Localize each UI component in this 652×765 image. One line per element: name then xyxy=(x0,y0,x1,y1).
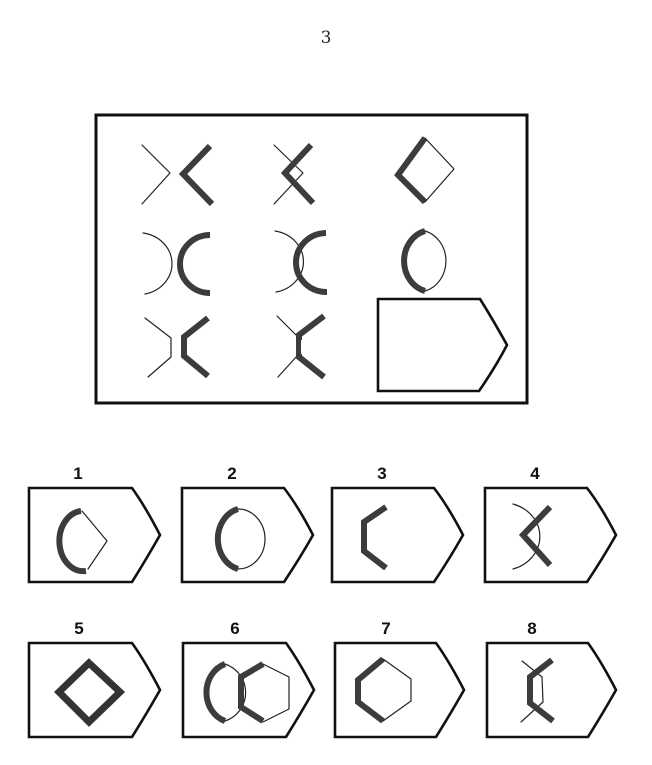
option-6[interactable]: 6 xyxy=(181,619,316,739)
cell-r1c1 xyxy=(141,143,215,207)
option-label: 5 xyxy=(74,619,83,638)
option-box[interactable] xyxy=(330,486,465,584)
cell-r2c3 xyxy=(401,228,447,294)
option-label: 2 xyxy=(227,464,236,483)
puzzle-matrix xyxy=(94,113,529,405)
option-1[interactable]: 1 xyxy=(27,464,162,584)
cell-r2c1 xyxy=(142,232,211,296)
option-box[interactable] xyxy=(180,486,315,584)
option-box[interactable] xyxy=(333,641,466,739)
option-4[interactable]: 4 xyxy=(483,464,618,584)
option-label: 7 xyxy=(381,619,390,638)
cell-r3c3-missing xyxy=(376,297,509,393)
option-7[interactable]: 7 xyxy=(333,619,466,739)
option-box[interactable] xyxy=(483,486,618,584)
option-label: 3 xyxy=(377,464,386,483)
cell-r2c2 xyxy=(274,230,328,296)
option-8[interactable]: 8 xyxy=(485,619,618,739)
cell-r3c1 xyxy=(144,315,210,379)
option-label: 8 xyxy=(527,619,536,638)
missing-answer-placeholder xyxy=(376,297,509,393)
option-box[interactable] xyxy=(181,641,316,739)
option-label: 4 xyxy=(530,464,540,483)
option-5[interactable]: 5 xyxy=(27,619,162,739)
cell-r3c2 xyxy=(276,313,326,380)
option-box[interactable] xyxy=(27,486,162,584)
cell-r1c3 xyxy=(394,136,455,205)
cell-r1c2 xyxy=(273,142,316,206)
option-box[interactable] xyxy=(485,641,618,739)
option-box[interactable] xyxy=(27,641,162,739)
option-3[interactable]: 3 xyxy=(330,464,465,584)
option-2[interactable]: 2 xyxy=(180,464,315,584)
page-number: 3 xyxy=(320,28,332,48)
option-label: 1 xyxy=(73,464,82,483)
option-label: 6 xyxy=(230,619,239,638)
